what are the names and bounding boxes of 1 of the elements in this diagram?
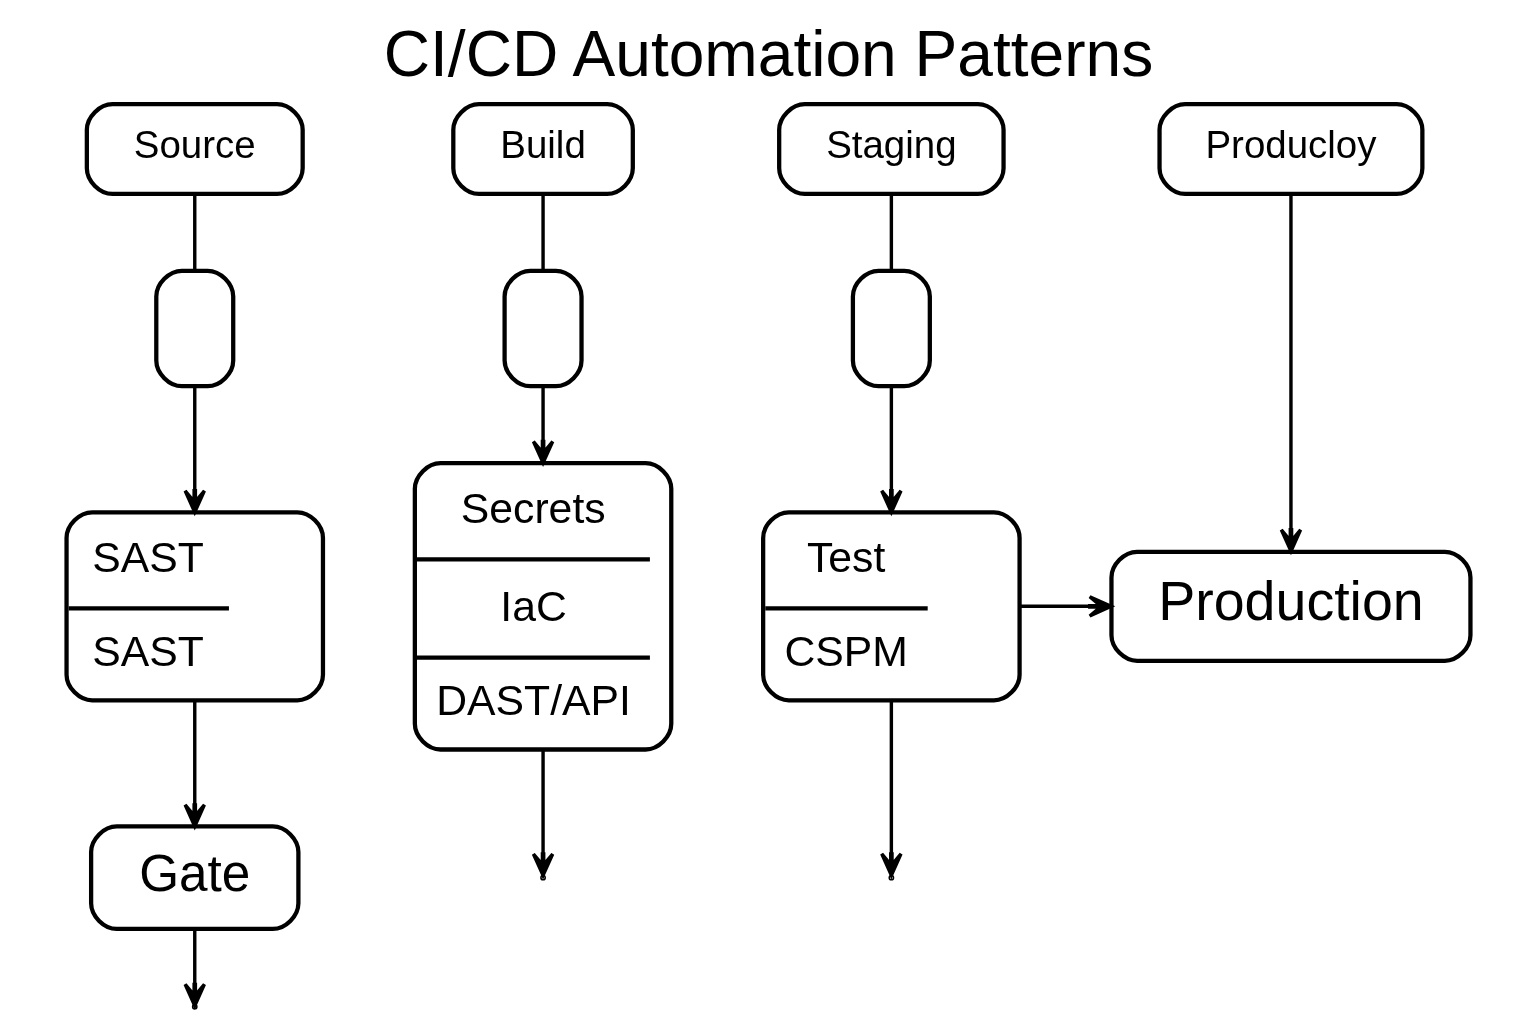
diagram-title: CI/CD Automation Patterns bbox=[383, 18, 1153, 91]
